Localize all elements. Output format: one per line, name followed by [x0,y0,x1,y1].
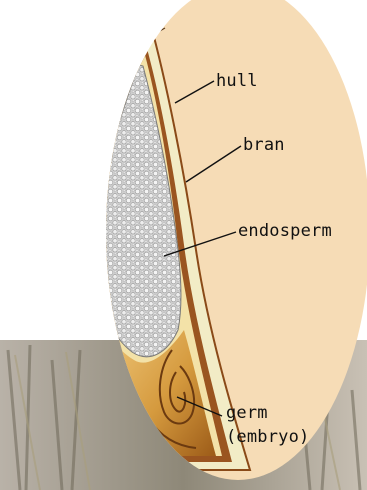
endosperm-label: endosperm [238,221,332,241]
embryo-label: (embryo) [226,427,309,447]
bran-label: bran [243,135,285,155]
germ-label: germ [226,403,268,423]
hull-label: hull [216,71,258,91]
hull-tip-bristles [117,0,165,34]
